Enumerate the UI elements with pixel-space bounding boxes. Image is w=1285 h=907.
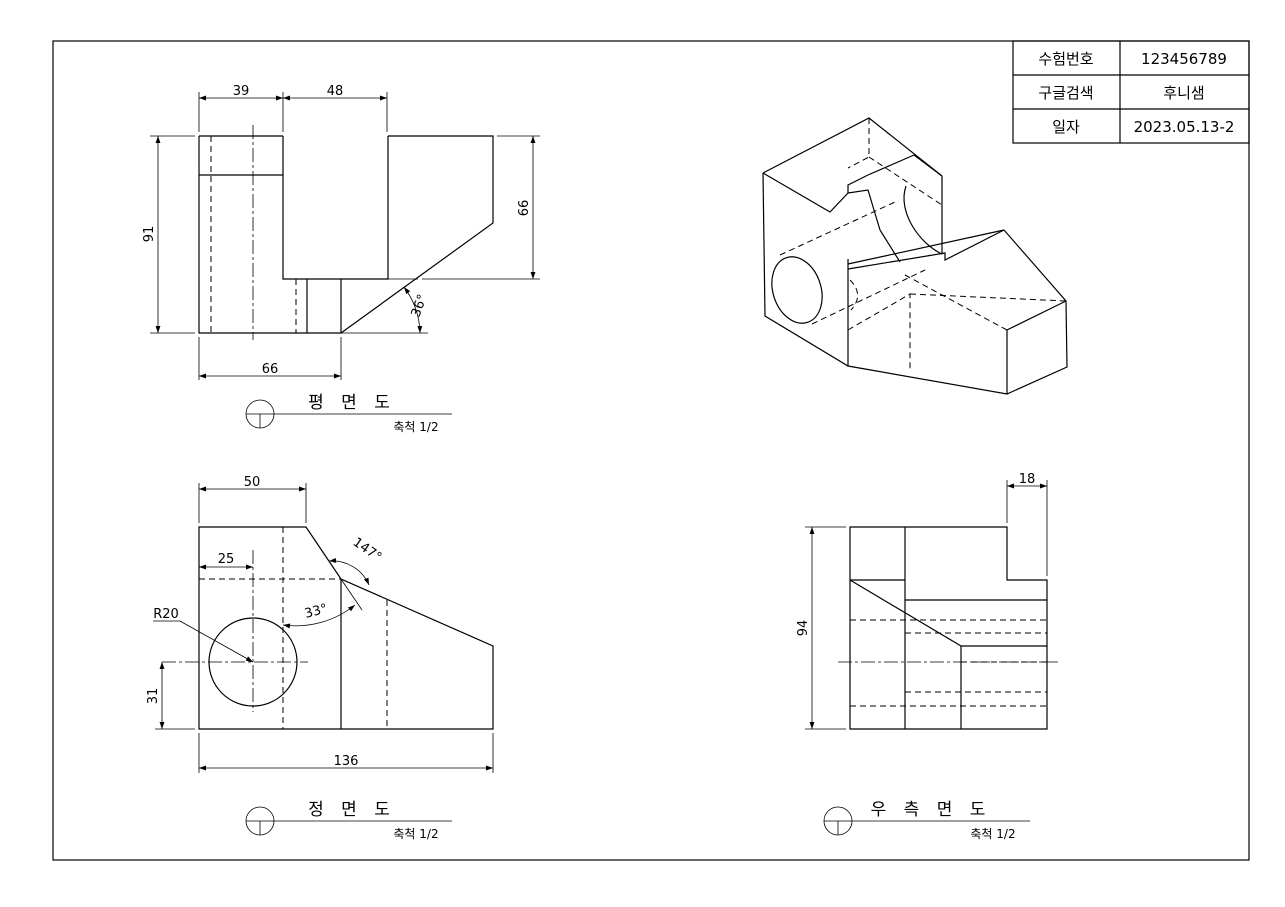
plan-view-scale: 축척 1/2 bbox=[393, 420, 438, 434]
title-block-value-0: 123456789 bbox=[1141, 50, 1227, 68]
plan-view: 39 48 91 66 66 36° 평 면 도 축척 1/2 bbox=[142, 84, 540, 434]
right-view-title: 우 측 면 도 bbox=[871, 800, 992, 820]
dim-front-r20: R20 bbox=[153, 607, 179, 622]
dim-plan-48: 48 bbox=[327, 84, 344, 99]
title-block-value-2: 2023.05.13-2 bbox=[1134, 118, 1235, 136]
dim-right-94: 94 bbox=[796, 620, 811, 637]
dim-plan-66-vertical: 66 bbox=[517, 200, 532, 217]
title-block-value-1: 후니샘 bbox=[1163, 84, 1204, 102]
dim-plan-66-horizontal: 66 bbox=[262, 362, 279, 377]
dim-front-33-angle: 33° bbox=[303, 601, 329, 621]
dim-front-31: 31 bbox=[146, 688, 161, 705]
front-view-scale: 축척 1/2 bbox=[393, 827, 438, 841]
dim-front-147-angle: 147° bbox=[350, 535, 384, 565]
right-side-view: 18 94 우 측 면 도 축척 1/2 bbox=[796, 472, 1058, 841]
dim-plan-91: 91 bbox=[142, 226, 157, 243]
title-block-label-2: 일자 bbox=[1052, 118, 1080, 136]
title-block: 수험번호 123456789 구글검색 후니샘 일자 2023.05.13-2 bbox=[1012, 40, 1250, 144]
dim-plan-39: 39 bbox=[233, 84, 250, 99]
dim-front-136: 136 bbox=[334, 754, 359, 769]
dim-plan-36-angle: 36° bbox=[409, 292, 431, 319]
title-block-label-1: 구글검색 bbox=[1038, 84, 1093, 102]
isometric-view bbox=[762, 117, 1068, 395]
front-view-title: 정 면 도 bbox=[308, 800, 396, 820]
sheet-border bbox=[52, 40, 1250, 861]
dim-front-25: 25 bbox=[218, 552, 235, 567]
title-block-label-0: 수험번호 bbox=[1038, 50, 1093, 68]
front-view: 50 25 147° 33° R20 31 136 정 면 도 축척 1/2 bbox=[146, 475, 494, 841]
dim-right-18: 18 bbox=[1019, 472, 1036, 487]
dim-front-50: 50 bbox=[244, 475, 261, 490]
right-view-scale: 축척 1/2 bbox=[970, 827, 1015, 841]
plan-view-title: 평 면 도 bbox=[308, 393, 396, 413]
